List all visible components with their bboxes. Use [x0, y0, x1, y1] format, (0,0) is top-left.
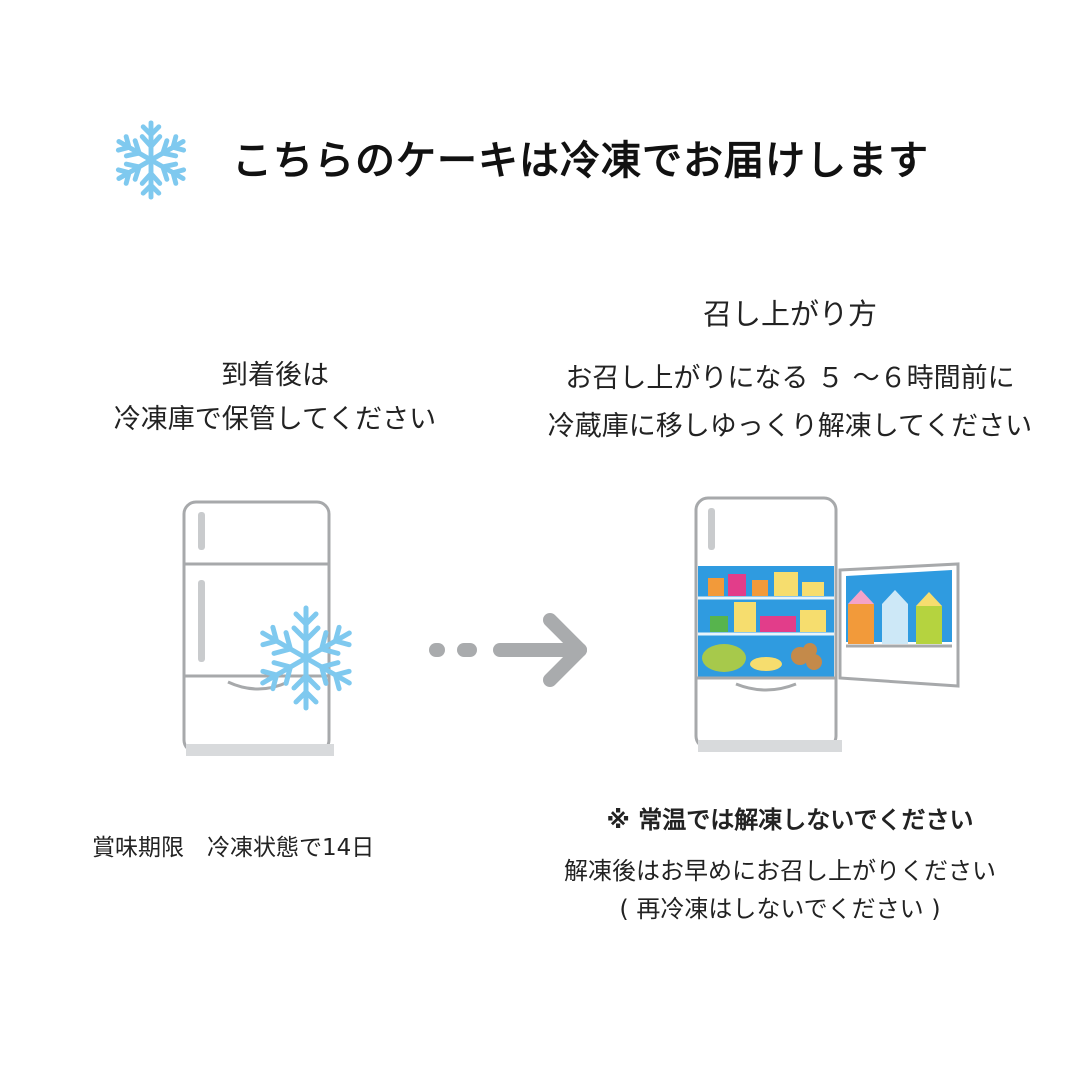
- snowflake-icon: [110, 120, 192, 202]
- open-fridge-illustration: [694, 496, 960, 752]
- thaw-note: 解凍後はお早めにお召し上がりください ( 再冷凍はしないでください ): [520, 852, 1040, 928]
- expiry-text: 賞味期限 冷凍状態で14日: [92, 835, 375, 861]
- thaw-note-line1: 解凍後はお早めにお召し上がりください: [564, 857, 996, 885]
- method-instructions: お召し上がりになる ５ ～６時間前に 冷蔵庫に移しゆっくり解凍してください: [510, 355, 1070, 451]
- method-line1: お召し上がりになる ５ ～６時間前に: [565, 363, 1015, 394]
- method-line2: 冷蔵庫に移しゆっくり解凍してください: [547, 411, 1033, 442]
- page-title: こちらのケーキは冷凍でお届けします: [232, 138, 929, 184]
- storage-instruction: 到着後は 冷凍庫で保管してください: [60, 354, 490, 442]
- frozen-fridge-illustration: [182, 500, 363, 756]
- storage-instruction-line1: 到着後は: [221, 360, 329, 391]
- warning-text: ※ 常温では解凍しないでください: [606, 806, 974, 834]
- storage-instruction-line2: 冷凍庫で保管してください: [113, 404, 437, 435]
- thaw-note-line2: ( 再冷凍はしないでください ): [619, 895, 941, 923]
- dotted-arrow-icon: [429, 613, 587, 687]
- method-title: 召し上がり方: [702, 297, 877, 331]
